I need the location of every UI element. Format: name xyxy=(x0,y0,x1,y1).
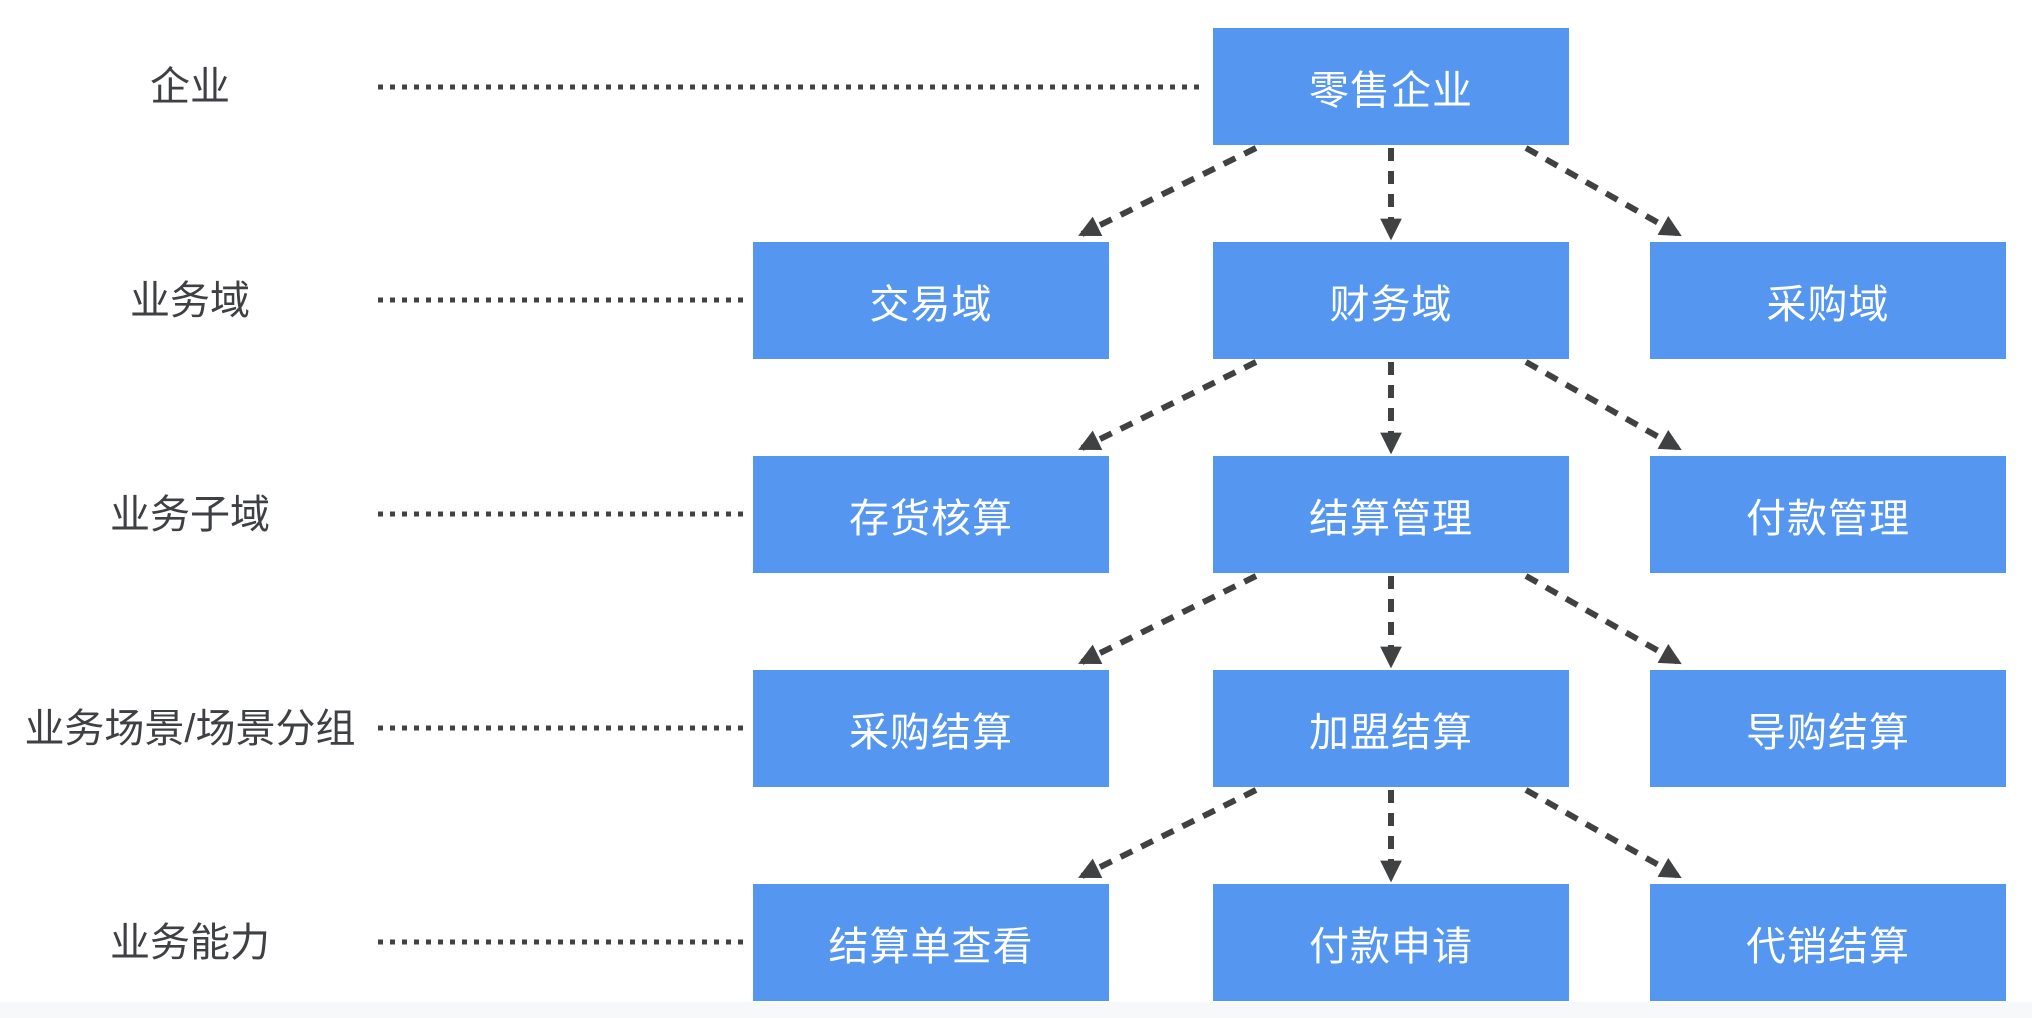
node-settlement-management: 结算管理 xyxy=(1213,456,1569,573)
node-payment-request: 付款申请 xyxy=(1213,884,1569,1001)
node-procurement-domain: 采购域 xyxy=(1650,242,2006,359)
connector-arrow xyxy=(1524,145,1682,237)
connector-arrow xyxy=(1524,573,1682,665)
node-trading-domain: 交易域 xyxy=(753,242,1109,359)
row-label-enterprise: 企业 xyxy=(150,65,230,109)
row-label-business-domain: 业务域 xyxy=(130,279,250,323)
node-procurement-settlement: 采购结算 xyxy=(753,670,1109,787)
connector-arrow xyxy=(1078,573,1258,665)
node-statement-view: 结算单查看 xyxy=(753,884,1109,1001)
page-bottom-strip xyxy=(0,1002,2032,1018)
node-finance-domain: 财务域 xyxy=(1213,242,1569,359)
node-inventory-accounting: 存货核算 xyxy=(753,456,1109,573)
row-label-business-scenario: 业务场景/场景分组 xyxy=(24,707,356,751)
row-label-business-capability: 业务能力 xyxy=(110,921,270,965)
connector-arrow xyxy=(1078,359,1258,451)
connector-arrow xyxy=(1078,145,1258,237)
node-guide-settlement: 导购结算 xyxy=(1650,670,2006,787)
node-payment-management: 付款管理 xyxy=(1650,456,2006,573)
connector-arrow xyxy=(1524,359,1682,451)
node-consignment-settlement: 代销结算 xyxy=(1650,884,2006,1001)
row-label-business-subdomain: 业务子域 xyxy=(110,493,270,537)
connector-arrow xyxy=(1078,787,1258,879)
node-retail-enterprise: 零售企业 xyxy=(1213,28,1569,145)
connector-arrow xyxy=(1524,787,1682,879)
node-franchise-settlement: 加盟结算 xyxy=(1213,670,1569,787)
